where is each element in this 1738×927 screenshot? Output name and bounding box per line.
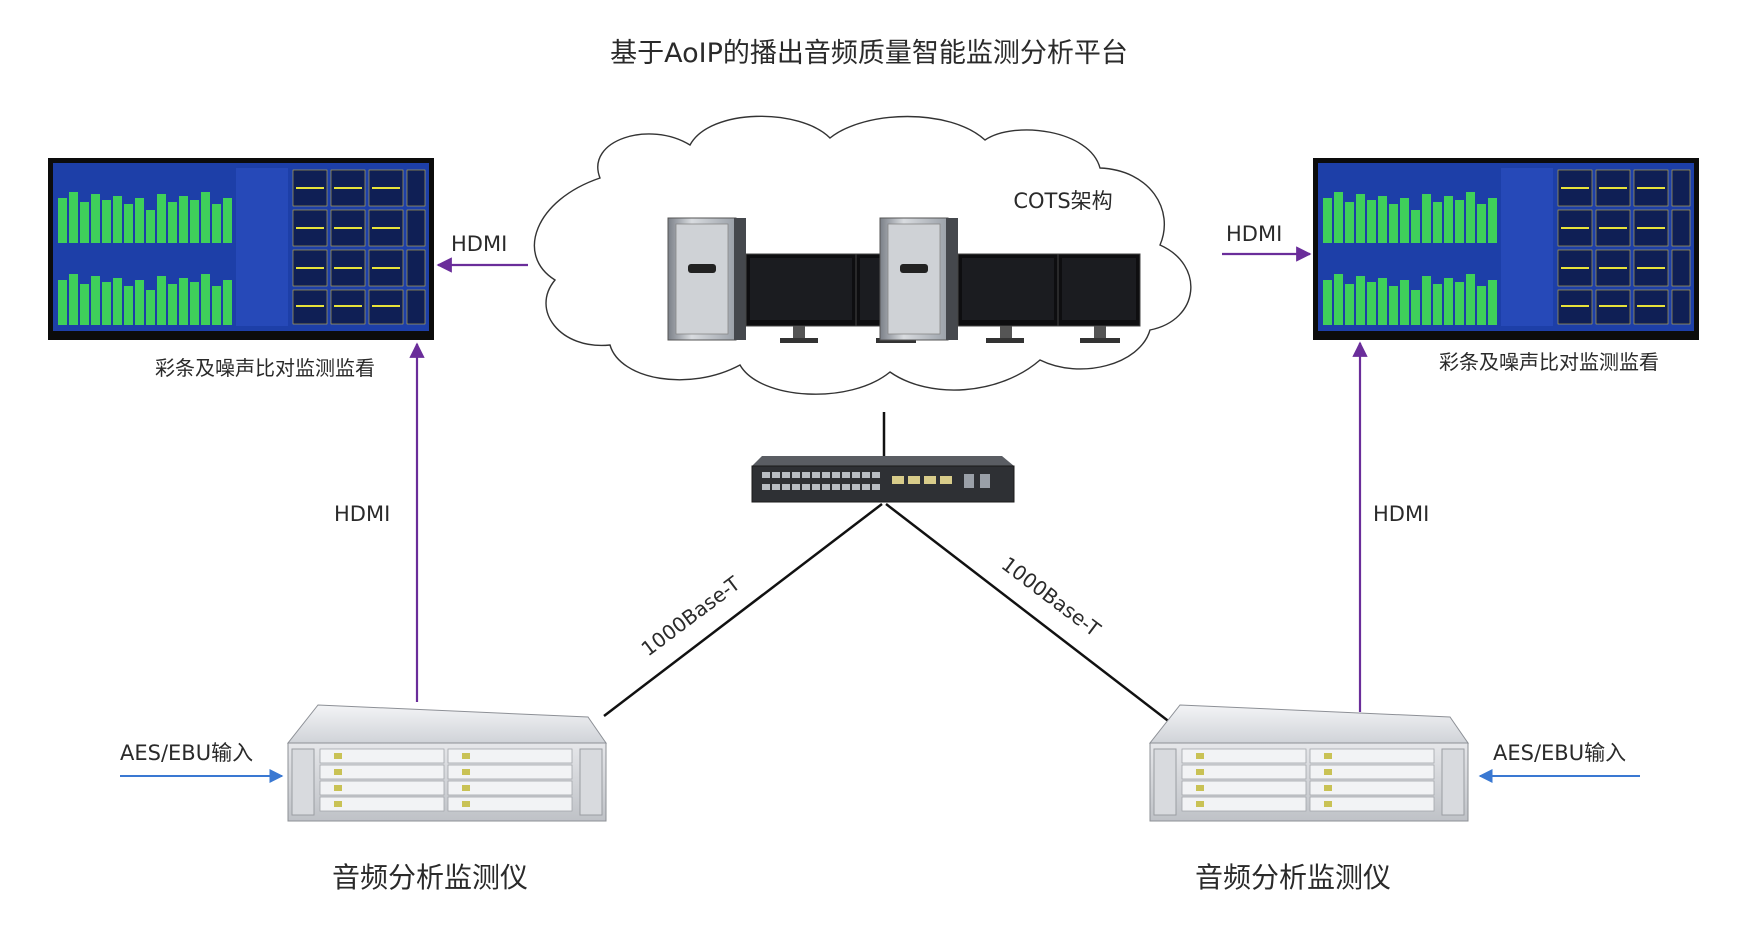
monitor-right — [1313, 158, 1699, 340]
ethernet-link-right — [885, 503, 1181, 731]
hdmi-label-left-top: HDMI — [451, 232, 507, 256]
analyzer-left-caption: 音频分析监测仪 — [332, 861, 528, 894]
analyzer-right — [1148, 704, 1469, 822]
aes-input-label-left: AES/EBU输入 — [120, 741, 253, 765]
diagram-title: 基于AoIP的播出音频质量智能监测分析平台 — [610, 38, 1128, 69]
monitor-right-caption: 彩条及噪声比对监测监看 — [1439, 350, 1659, 374]
aes-input-label-right: AES/EBU输入 — [1493, 741, 1626, 765]
monitor-left-caption: 彩条及噪声比对监测监看 — [155, 356, 375, 380]
network-switch — [751, 456, 1015, 503]
ethernet-link-left — [603, 503, 883, 717]
cloud-label: COTS架构 — [1013, 189, 1112, 213]
ethernet-label-left: 1000Base-T — [637, 571, 746, 661]
ethernet-label-right: 1000Base-T — [997, 552, 1106, 642]
hdmi-label-left-vertical: HDMI — [334, 502, 390, 526]
workstation-right — [879, 217, 1141, 343]
hdmi-label-right-top: HDMI — [1226, 222, 1282, 246]
hdmi-label-right-vertical: HDMI — [1373, 502, 1429, 526]
monitor-left — [48, 158, 434, 340]
analyzer-right-caption: 音频分析监测仪 — [1195, 861, 1391, 894]
analyzer-left — [286, 704, 607, 822]
